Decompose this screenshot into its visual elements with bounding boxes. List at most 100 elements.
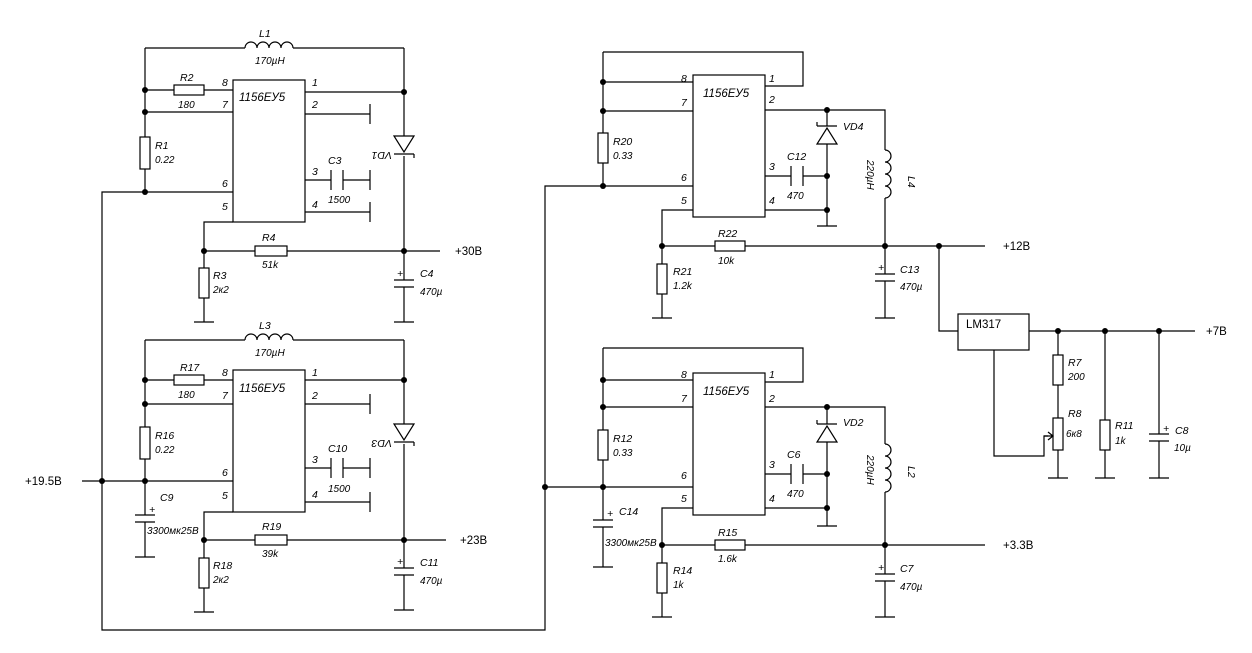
c4-value: 470µ bbox=[420, 287, 443, 298]
stage-23v: L3 170µH R16 0.22 R17 180 1156ЕУ5 8 7 6 … bbox=[135, 320, 488, 613]
svg-text:7: 7 bbox=[222, 99, 229, 111]
c9-value: 3300мк25В bbox=[147, 526, 199, 537]
r3-value: 2к2 bbox=[212, 285, 229, 296]
ic-lm317 bbox=[957, 313, 1030, 351]
stage-3v3: R12 0.33 1156ЕУ5 8 7 6 5 1 2 3 4 VD2 C6 … bbox=[593, 347, 1034, 618]
c11-value: 470µ bbox=[420, 576, 443, 587]
r7-ref: R7 bbox=[1068, 357, 1083, 369]
l2-ref: L2 bbox=[905, 466, 917, 478]
svg-text:5: 5 bbox=[222, 201, 228, 213]
r12-value: 0.33 bbox=[613, 448, 633, 459]
r21-ref: R21 bbox=[673, 266, 692, 278]
r2-ref: R2 bbox=[180, 72, 194, 84]
ic-u1-label: 1156ЕУ5 bbox=[239, 92, 286, 104]
zener-vd4 bbox=[815, 110, 839, 226]
svg-text:3: 3 bbox=[312, 454, 318, 466]
c14-ref: C14 bbox=[619, 506, 638, 518]
svg-text:8: 8 bbox=[681, 73, 687, 85]
r19-ref: R19 bbox=[262, 521, 281, 533]
r18-ref: R18 bbox=[213, 560, 232, 572]
resistor-r4 bbox=[254, 245, 288, 257]
c14-value: 3300мк25В bbox=[605, 538, 657, 549]
inductor-l4 bbox=[884, 149, 892, 199]
c4-ref: C4 bbox=[420, 268, 434, 280]
svg-text:3: 3 bbox=[769, 459, 775, 471]
ic-u4 bbox=[692, 372, 766, 516]
ic-u1 bbox=[232, 79, 306, 223]
svg-text:+: + bbox=[397, 556, 403, 568]
svg-text:3: 3 bbox=[312, 166, 318, 178]
net-out-30v: +30В bbox=[455, 246, 483, 258]
c6-value: 470 bbox=[787, 489, 804, 500]
r11-value: 1k bbox=[1115, 436, 1127, 447]
zener-vd3 bbox=[392, 423, 416, 446]
r4-value: 51k bbox=[262, 260, 279, 271]
c7-value: 470µ bbox=[900, 582, 923, 593]
resistor-r22 bbox=[714, 240, 746, 252]
vd2-ref: VD2 bbox=[843, 417, 864, 429]
resistor-r1 bbox=[139, 136, 151, 170]
r14-ref: R14 bbox=[673, 565, 692, 577]
resistor-r2 bbox=[173, 84, 205, 96]
resistor-r16 bbox=[139, 426, 151, 460]
c13-value: 470µ bbox=[900, 282, 923, 293]
resistor-r12 bbox=[597, 429, 609, 461]
r16-value: 0.22 bbox=[155, 445, 175, 456]
vd4-ref: VD4 bbox=[843, 121, 864, 133]
stage-30v: L1 170µH R1 0.22 R2 180 1156ЕУ5 8 7 6 5 … bbox=[139, 28, 483, 323]
net-out-12v: +12В bbox=[1003, 241, 1031, 253]
svg-text:+: + bbox=[149, 504, 155, 516]
l1-value: 170µH bbox=[255, 56, 285, 67]
r18-value: 2к2 bbox=[212, 575, 229, 586]
c3-value: 1500 bbox=[328, 195, 351, 206]
svg-text:5: 5 bbox=[222, 490, 228, 502]
svg-text:6: 6 bbox=[222, 178, 228, 190]
r17-ref: R17 bbox=[180, 362, 200, 374]
svg-text:1: 1 bbox=[769, 73, 775, 85]
r4-ref: R4 bbox=[262, 232, 276, 244]
ic-lm317-label: LM317 bbox=[966, 319, 1001, 331]
resistor-r20 bbox=[597, 132, 609, 164]
vd3-ref: VD3 bbox=[371, 437, 392, 449]
svg-text:6: 6 bbox=[681, 470, 687, 482]
l1-ref: L1 bbox=[259, 28, 271, 40]
net-out-3v3: +3.3В bbox=[1003, 540, 1034, 552]
svg-text:7: 7 bbox=[681, 97, 688, 109]
svg-text:+: + bbox=[1163, 423, 1169, 435]
resistor-r15 bbox=[714, 539, 746, 551]
l4-ref: L4 bbox=[905, 176, 917, 188]
l4-value: 220µH bbox=[864, 159, 875, 190]
r22-ref: R22 bbox=[718, 228, 737, 240]
c8-value: 10µ bbox=[1174, 443, 1191, 454]
c9-ref: C9 bbox=[160, 492, 174, 504]
svg-text:7: 7 bbox=[222, 390, 229, 402]
stage-12v: R20 0.33 1156ЕУ5 8 7 6 5 1 2 3 4 VD4 C12… bbox=[597, 51, 1031, 319]
net-input: +19.5В bbox=[25, 476, 62, 488]
inductor-l3 bbox=[244, 333, 294, 341]
l2-value: 220µH bbox=[864, 454, 875, 485]
r7-value: 200 bbox=[1067, 372, 1085, 383]
l3-value: 170µH bbox=[255, 348, 285, 359]
svg-text:1: 1 bbox=[312, 77, 318, 89]
c12-value: 470 bbox=[787, 191, 804, 202]
r15-value: 1.6k bbox=[718, 554, 738, 565]
r11-ref: R11 bbox=[1115, 420, 1133, 432]
resistor-r14 bbox=[656, 562, 668, 594]
c6-ref: C6 bbox=[787, 449, 801, 461]
svg-text:6: 6 bbox=[681, 172, 687, 184]
svg-text:7: 7 bbox=[681, 393, 688, 405]
svg-text:4: 4 bbox=[769, 195, 775, 207]
l3-ref: L3 bbox=[259, 320, 271, 332]
svg-text:2: 2 bbox=[311, 390, 318, 402]
zener-vd1 bbox=[392, 135, 416, 158]
svg-text:+: + bbox=[878, 262, 884, 274]
svg-text:+: + bbox=[878, 562, 884, 574]
r19-value: 39k bbox=[262, 549, 279, 560]
svg-text:5: 5 bbox=[681, 195, 687, 207]
zener-vd2 bbox=[815, 407, 839, 526]
ic-u2 bbox=[232, 369, 306, 513]
r8-value: 6к8 bbox=[1066, 429, 1082, 440]
svg-text:4: 4 bbox=[312, 489, 318, 501]
svg-text:+: + bbox=[607, 508, 613, 520]
